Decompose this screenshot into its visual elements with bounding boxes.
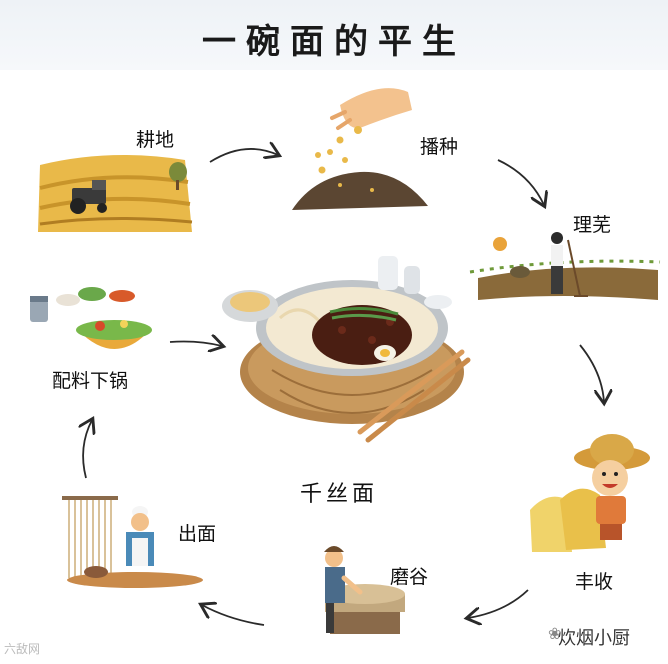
milling-man-image <box>324 546 405 634</box>
stage-label-sowing: 播种 <box>420 132 458 159</box>
watermark-left: 六敌网 <box>4 640 40 657</box>
sowing-hand-image <box>292 88 428 210</box>
arrow-cook-to-bowl <box>170 342 222 347</box>
weeding-farmer-image <box>470 232 660 300</box>
arrow-noodle-to-cook <box>83 420 92 478</box>
arrow-harvest-to-mill <box>468 590 528 618</box>
center-label: 千丝面 <box>300 476 378 508</box>
arrow-plow-to-sow <box>210 149 278 162</box>
stage-label-milling: 磨谷 <box>390 562 428 589</box>
arrow-mill-to-noodle <box>202 605 264 625</box>
noodle-bowl-image <box>222 256 468 440</box>
watermark-right: 炊烟小厨 <box>558 624 630 650</box>
harvest-farmer-image <box>530 434 650 552</box>
plowing-field-image <box>38 155 192 232</box>
ingredients-image <box>30 287 152 349</box>
stage-label-cooking: 配料下锅 <box>52 366 128 393</box>
arrow-sow-to-weed <box>498 160 544 205</box>
arrow-weed-to-harvest <box>580 345 604 402</box>
stage-label-plowing: 耕地 <box>136 125 174 152</box>
stage-label-harvest: 丰收 <box>575 567 613 594</box>
stage-label-weeding: 理芜 <box>573 210 611 237</box>
stage-label-noodle-making: 出面 <box>178 519 216 546</box>
